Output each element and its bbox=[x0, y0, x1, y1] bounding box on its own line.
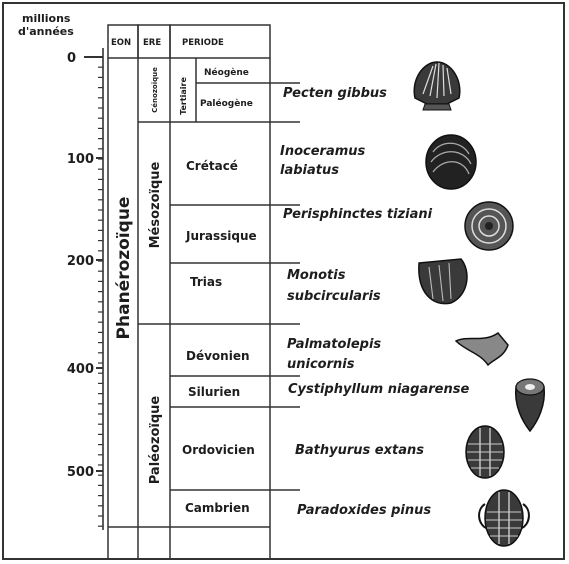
monotis-shell-icon bbox=[419, 259, 467, 304]
fossil-name-bathyurus: Bathyurus extans bbox=[295, 443, 424, 458]
header-periode: PERIODE bbox=[182, 38, 224, 48]
axis-tick-labels: 0 100 200 400 500 bbox=[67, 51, 94, 480]
axis-unit-line1: millions bbox=[22, 12, 71, 25]
fossil-name-pecten: Pecten gibbus bbox=[283, 86, 387, 101]
period-cambrien: Cambrien bbox=[185, 501, 250, 515]
trilobite-icon bbox=[466, 426, 504, 478]
era-cenozoique: Cénozoïque bbox=[151, 67, 159, 113]
fossil-name-monotis-2: subcircularis bbox=[287, 289, 381, 304]
inoceramus-shell-icon bbox=[426, 135, 476, 189]
tick-label-500: 500 bbox=[67, 465, 94, 480]
period-paleogene: Paléogène bbox=[200, 98, 253, 109]
header-eon: EON bbox=[111, 38, 131, 48]
axis-unit-line2: d'années bbox=[18, 25, 74, 38]
conodont-icon bbox=[456, 333, 508, 365]
period-boundaries bbox=[108, 83, 300, 527]
ammonite-icon bbox=[465, 202, 513, 250]
period-neogene: Néogène bbox=[204, 67, 249, 78]
period-cretace: Crétacé bbox=[186, 159, 238, 173]
fossil-name-inoceramus-1: Inoceramus bbox=[280, 144, 366, 159]
period-ordovicien: Ordovicien bbox=[182, 443, 255, 457]
fossil-name-perisphinctes: Perisphinctes tiziani bbox=[283, 207, 433, 222]
scallop-shell-icon bbox=[414, 62, 460, 110]
era-paleozoique: Paléozoïque bbox=[148, 396, 163, 485]
trilobite-icon bbox=[479, 490, 529, 546]
fossil-name-monotis-1: Monotis bbox=[287, 268, 346, 283]
fossil-name-paradoxides: Paradoxides pinus bbox=[297, 503, 431, 518]
fossil-name-palmatolepis-2: unicornis bbox=[287, 357, 355, 372]
era-mesozoique: Mésozoïque bbox=[148, 161, 163, 248]
fossil-name-inoceramus-2: labiatus bbox=[280, 163, 339, 178]
period-jurassique: Jurassique bbox=[185, 229, 257, 243]
period-devonien: Dévonien bbox=[186, 349, 250, 363]
tick-label-400: 400 bbox=[67, 362, 94, 377]
period-trias: Trias bbox=[190, 275, 222, 289]
subera-tertiaire: Tertiaire bbox=[179, 77, 188, 115]
period-silurien: Silurien bbox=[188, 385, 240, 399]
eon-phanerozoique: Phanérozoïque bbox=[114, 197, 134, 340]
fossil-name-cystiphyllum: Cystiphyllum niagarense bbox=[288, 382, 469, 397]
tick-label-0: 0 bbox=[67, 51, 76, 66]
header-ere: ERE bbox=[143, 38, 161, 48]
tick-label-100: 100 bbox=[67, 152, 94, 167]
tick-label-200: 200 bbox=[67, 254, 94, 269]
fossil-name-palmatolepis-1: Palmatolepis bbox=[287, 337, 381, 352]
coral-icon bbox=[516, 379, 545, 431]
